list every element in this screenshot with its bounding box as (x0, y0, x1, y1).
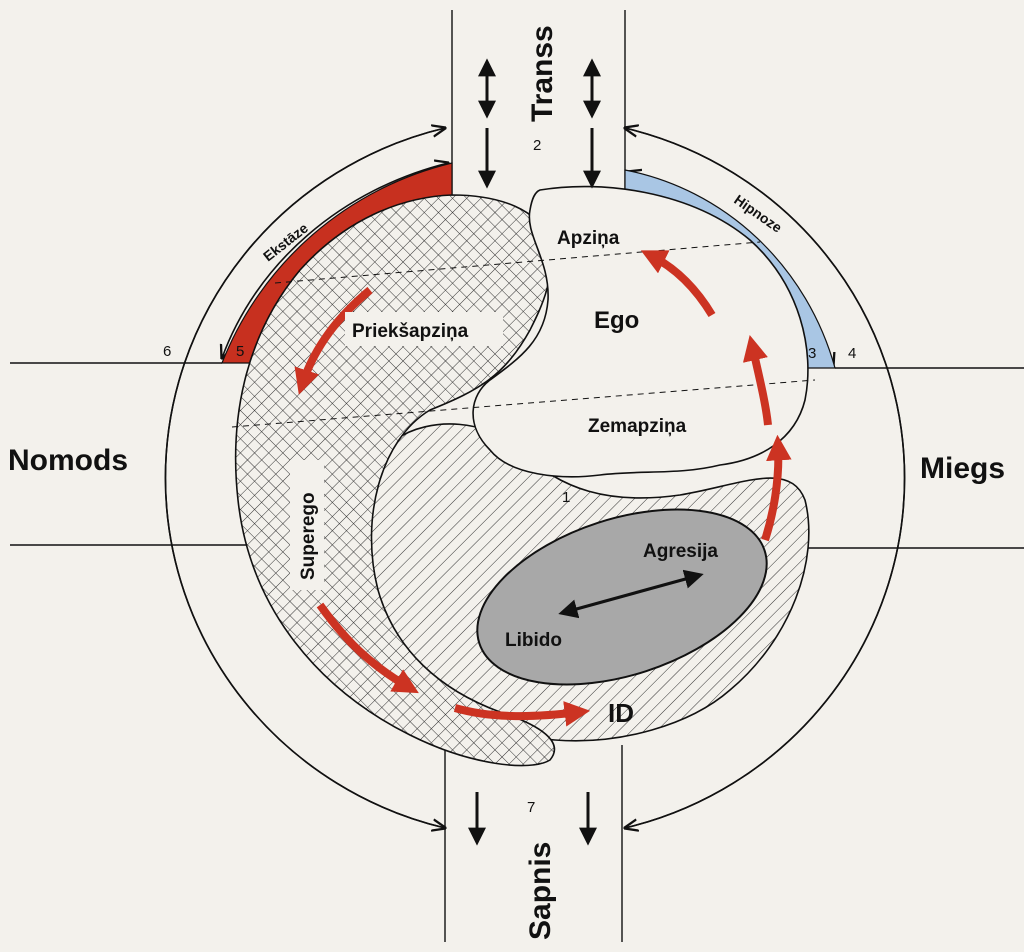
superego-label: Superego (298, 492, 319, 580)
transs-label: Transs (526, 25, 559, 122)
agresija-label: Agresija (643, 541, 718, 562)
number-2: 2 (533, 137, 541, 154)
libido-label: Libido (505, 630, 562, 651)
zemapzina-label: Zemapziņa (588, 416, 687, 437)
ego-label: Ego (594, 307, 639, 334)
number-3: 3 (808, 345, 816, 362)
sapnis-label: Sapnis (524, 842, 557, 940)
number-1: 1 (562, 489, 570, 506)
apzina-label: Apziņa (557, 228, 620, 249)
number-4: 4 (848, 345, 856, 362)
number-7: 7 (527, 799, 535, 816)
nomods-label: Nomods (8, 444, 128, 477)
number-6: 6 (163, 343, 171, 360)
id-label: ID (608, 698, 634, 728)
miegs-label: Miegs (920, 452, 1005, 485)
number-5: 5 (236, 343, 244, 360)
priekshapzina-label: Priekšapziņa (352, 321, 469, 342)
